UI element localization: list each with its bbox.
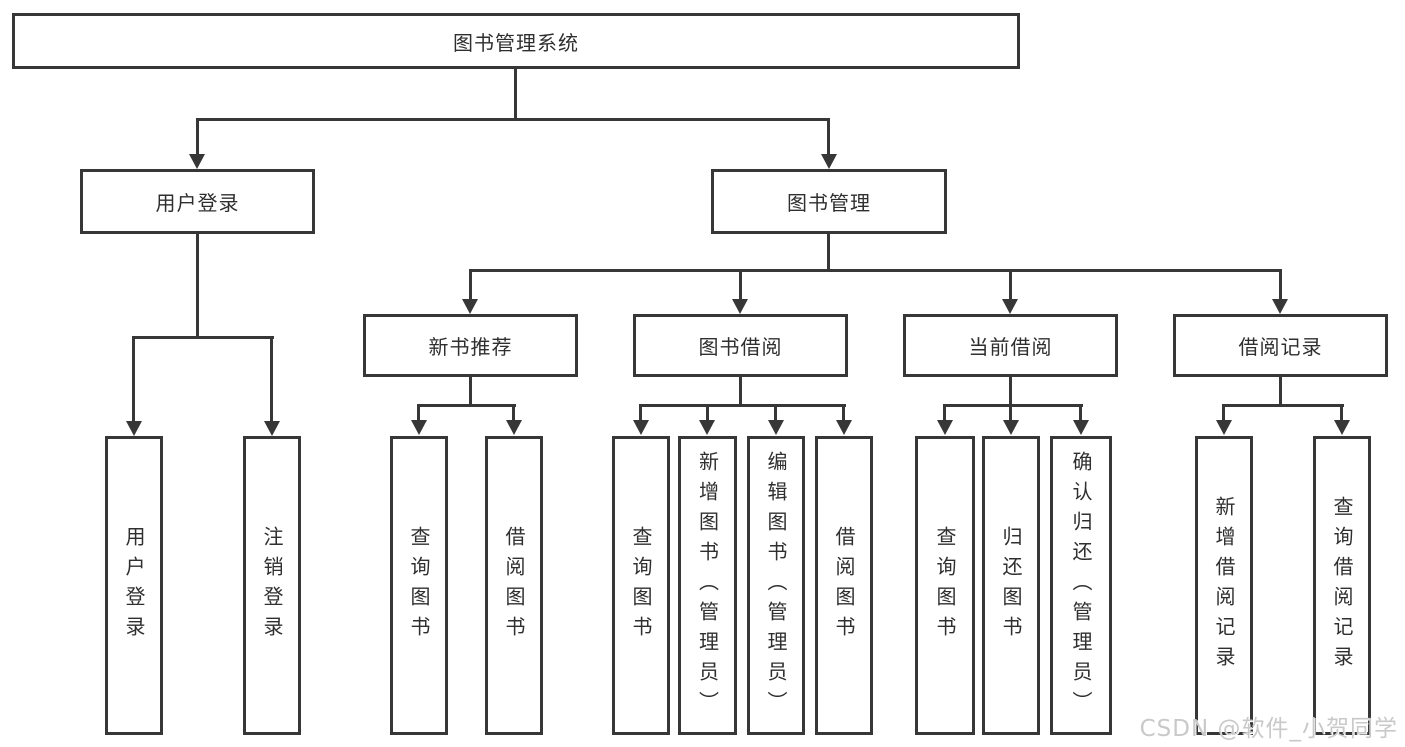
node-new-book-recommendation: 新书推荐 — [363, 314, 578, 377]
leaf-query-books-recommend: 查询图书 — [390, 436, 448, 735]
leaf-add-borrow-record: 新增借阅记录 — [1195, 436, 1253, 735]
leaf-label: 注销登录 — [260, 525, 284, 646]
connector-line — [842, 404, 845, 423]
leaf-label: 确认归还（管理员） — [1069, 450, 1093, 721]
connector-line — [1279, 269, 1282, 300]
leaf-confirm-return-admin: 确认归还（管理员） — [1050, 436, 1112, 735]
connector-line — [943, 404, 1083, 407]
arrow-down-icon — [126, 421, 142, 436]
connector-line — [417, 404, 420, 423]
arrow-down-icon — [768, 420, 784, 435]
node-borrowing-records: 借阅记录 — [1173, 314, 1388, 377]
arrow-down-icon — [1073, 420, 1089, 435]
connector-line — [469, 269, 472, 300]
arrow-down-icon — [411, 420, 427, 435]
arrow-down-icon — [1272, 299, 1288, 314]
connector-line — [132, 336, 135, 422]
connector-line — [270, 336, 273, 422]
connector-line — [827, 118, 830, 158]
connector-line — [639, 404, 846, 407]
connector-line — [514, 69, 517, 121]
leaf-add-books-admin: 新增图书（管理员） — [678, 436, 737, 735]
node-current-borrowing: 当前借阅 — [903, 314, 1118, 377]
connector-line — [1009, 269, 1012, 300]
arrow-down-icon — [506, 420, 522, 435]
arrow-down-icon — [264, 421, 280, 436]
connector-line — [417, 404, 516, 407]
arrow-down-icon — [1003, 420, 1019, 435]
arrow-down-icon — [937, 420, 953, 435]
leaf-borrow-books-recommend: 借阅图书 — [485, 436, 543, 735]
leaf-query-books-current: 查询图书 — [915, 436, 975, 735]
connector-line — [196, 118, 199, 158]
connector-line — [469, 269, 1282, 272]
connector-line — [512, 404, 515, 423]
node-user-login: 用户登录 — [80, 169, 315, 234]
connector-line — [739, 269, 742, 300]
connector-line — [1009, 377, 1012, 407]
leaf-label: 查询借阅记录 — [1330, 495, 1354, 676]
leaf-return-books: 归还图书 — [982, 436, 1040, 735]
arrow-down-icon — [732, 299, 748, 314]
leaf-label: 归还图书 — [999, 525, 1023, 646]
arrow-down-icon — [836, 420, 852, 435]
arrow-down-icon — [189, 154, 205, 169]
node-book-management: 图书管理 — [711, 169, 947, 234]
leaf-label: 查询图书 — [407, 525, 431, 646]
leaf-label: 编辑图书（管理员） — [764, 450, 788, 721]
leaf-logout-login: 注销登录 — [243, 436, 301, 735]
connector-line — [774, 404, 777, 423]
connector-line — [706, 404, 709, 423]
arrow-down-icon — [633, 420, 649, 435]
leaf-label: 新增图书（管理员） — [695, 450, 720, 721]
arrow-down-icon — [1334, 420, 1350, 435]
arrow-down-icon — [1002, 299, 1018, 314]
leaf-label: 新增借阅记录 — [1212, 495, 1236, 676]
watermark: CSDN @软件_小贺同学 — [1139, 716, 1398, 742]
leaf-label: 查询图书 — [933, 525, 957, 646]
arrow-down-icon — [1216, 420, 1232, 435]
connector-line — [469, 377, 472, 407]
connector-line — [132, 336, 274, 339]
connector-line — [1009, 404, 1012, 423]
connector-line — [1079, 404, 1082, 423]
connector-line — [1222, 404, 1344, 407]
connector-line — [196, 234, 199, 339]
connector-line — [943, 404, 946, 423]
leaf-label: 借阅图书 — [832, 525, 856, 646]
connector-line — [739, 377, 742, 407]
leaf-query-borrow-record: 查询借阅记录 — [1313, 436, 1371, 735]
node-book-borrowing: 图书借阅 — [633, 314, 848, 377]
connector-line — [196, 118, 830, 121]
connector-line — [639, 404, 642, 423]
arrow-down-icon — [699, 420, 715, 435]
leaf-borrow-books-borrowing: 借阅图书 — [815, 436, 873, 735]
arrow-down-icon — [462, 299, 478, 314]
connector-line — [1222, 404, 1225, 423]
leaf-query-books-borrowing: 查询图书 — [612, 436, 670, 735]
connector-line — [1340, 404, 1343, 423]
connector-line — [1279, 377, 1282, 407]
leaf-edit-books-admin: 编辑图书（管理员） — [747, 436, 805, 735]
leaf-label: 查询图书 — [629, 525, 653, 646]
leaf-label: 用户登录 — [122, 525, 146, 646]
leaf-user-login: 用户登录 — [105, 436, 163, 735]
arrow-down-icon — [821, 154, 837, 169]
node-library-management-system: 图书管理系统 — [12, 13, 1020, 69]
leaf-label: 借阅图书 — [502, 525, 526, 646]
connector-line — [827, 234, 830, 272]
